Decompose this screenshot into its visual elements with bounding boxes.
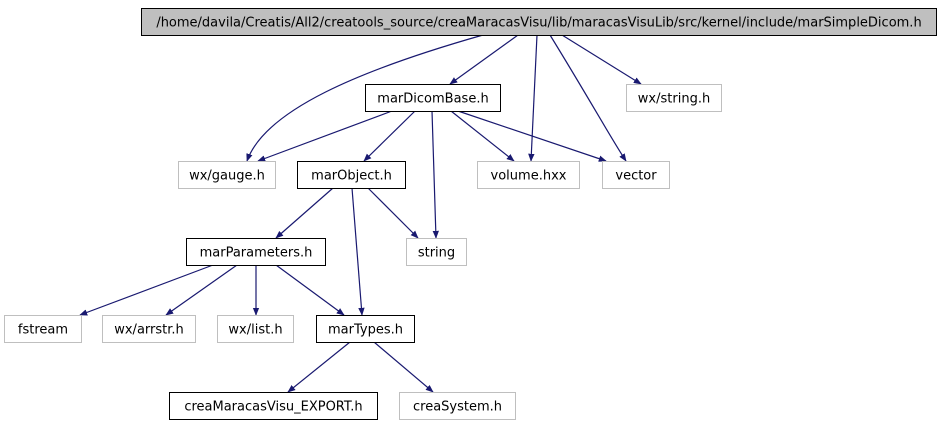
node-box (169, 392, 378, 420)
node-box (406, 238, 467, 266)
node-vector: vector (602, 161, 670, 189)
node-marTypes[interactable]: marTypes.h (316, 315, 415, 343)
edge-root-to-wxstring (561, 34, 642, 85)
edge-marObject-to-marTypes (351, 187, 365, 316)
node-root[interactable]: /home/davila/Creatis/All2/creatools_sour… (141, 8, 937, 36)
node-wxgauge: wx/gauge.h (178, 161, 276, 189)
node-label: volume.hxx (491, 169, 567, 184)
node-box (365, 84, 501, 112)
node-box (4, 315, 82, 343)
node-label: marParameters.h (200, 246, 313, 261)
edge-marObject-to-string (367, 187, 419, 239)
node-wxstring: wx/string.h (626, 84, 722, 112)
node-label: wx/gauge.h (189, 169, 265, 184)
edge-root-to-wxgauge (246, 34, 484, 162)
edge-marParameters-to-wxarrstr (165, 264, 238, 316)
edge-root-to-marDicomBase (449, 34, 519, 85)
node-creaExport[interactable]: creaMaracasVisu_EXPORT.h (169, 392, 378, 420)
edge-marDicomBase-to-marObject (363, 110, 416, 162)
node-label: /home/davila/Creatis/All2/creatools_sour… (156, 16, 921, 31)
node-box (102, 315, 196, 343)
node-box (626, 84, 722, 112)
edge-root-to-vector (549, 34, 627, 162)
node-box (316, 315, 415, 343)
edge-marDicomBase-to-string (431, 110, 439, 239)
edge-marTypes-to-creaExport (287, 341, 351, 393)
node-box (399, 392, 516, 420)
node-label: marDicomBase.h (377, 92, 488, 107)
node-box (602, 161, 670, 189)
node-volume: volume.hxx (477, 161, 580, 189)
edges (79, 34, 642, 393)
node-box (178, 161, 276, 189)
node-label: creaMaracasVisu_EXPORT.h (184, 400, 362, 415)
node-label: fstream (18, 323, 68, 338)
node-creaSystem: creaSystem.h (399, 392, 516, 420)
node-wxlist: wx/list.h (217, 315, 294, 343)
node-label: vector (615, 169, 657, 184)
node-marObject[interactable]: marObject.h (297, 161, 406, 189)
node-box (186, 238, 326, 266)
nodes: /home/davila/Creatis/All2/creatools_sour… (4, 8, 937, 420)
node-label: wx/arrstr.h (114, 323, 184, 338)
node-fstream: fstream (4, 315, 82, 343)
edge-marParameters-to-fstream (79, 264, 214, 316)
edge-marDicomBase-to-wxgauge (257, 110, 393, 162)
node-marDicomBase[interactable]: marDicomBase.h (365, 84, 501, 112)
node-label: wx/string.h (638, 92, 710, 107)
node-label: marObject.h (311, 169, 392, 184)
node-string: string (406, 238, 467, 266)
edge-marDicomBase-to-vector (457, 110, 607, 162)
node-label: creaSystem.h (413, 400, 502, 415)
node-box (477, 161, 580, 189)
edge-root-to-volume (528, 34, 538, 162)
edge-marParameters-to-marTypes (275, 264, 345, 316)
node-label: string (418, 246, 455, 261)
edge-marObject-to-marParameters (275, 187, 334, 239)
node-wxarrstr: wx/arrstr.h (102, 315, 196, 343)
edge-marTypes-to-creaSystem (373, 341, 434, 393)
node-box (141, 8, 937, 36)
edge-marDicomBase-to-volume (450, 110, 515, 162)
node-box (297, 161, 406, 189)
node-label: marTypes.h (328, 323, 403, 338)
node-marParameters[interactable]: marParameters.h (186, 238, 326, 266)
node-box (217, 315, 294, 343)
node-label: wx/list.h (228, 323, 282, 338)
